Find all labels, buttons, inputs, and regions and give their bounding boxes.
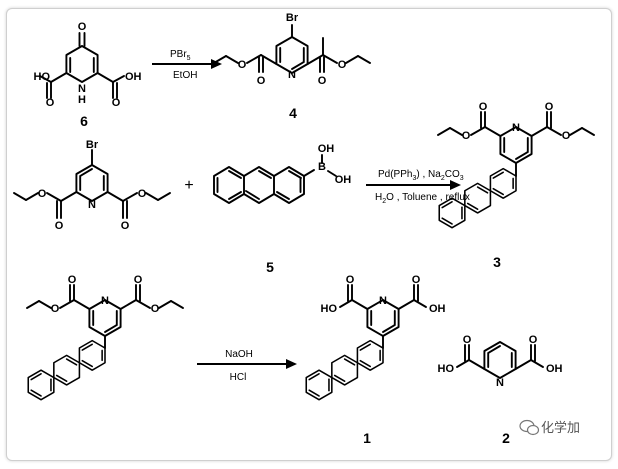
c4-o-carbonyl-left: O [257,75,266,87]
c6-left-hooc-label: HO [34,71,51,83]
c4-o-ester-right: O [338,59,347,71]
c3-o-ester-left: O [462,130,471,142]
c3-o-carbonyl-right: O [545,101,554,113]
reaction-arrow-1 [152,59,222,69]
c5-oh-top: OH [318,143,335,155]
c3-o-carbonyl-left: O [479,101,488,113]
bromo-ester-structure [13,149,171,219]
c5-b-label: B [318,161,326,173]
c1-o-carbonyl-left: O [346,274,355,286]
c2-o-carbonyl-right: O [529,334,538,346]
c6-o-label-left: O [46,97,55,109]
reagent-pd-catalyst-base: Pd(PPh3) , Na2CO3 [378,169,464,182]
reaction-arrow-3 [197,359,297,369]
wechat-icon [519,419,540,436]
c1-o-carbonyl-right: O [412,274,421,286]
reagent-solvent-conditions: H2O , Toluene , reflux [375,192,470,205]
row3-o-carbonyl-left: O [68,274,77,286]
watermark-text: 化学加 [541,420,580,435]
c4-o-carbonyl-right: O [318,75,327,87]
c4-n-label: N [288,69,296,81]
compound-6-structure [39,32,125,99]
row3-o-carbonyl-right: O [134,274,143,286]
reagent-pbr5: PBr5 [170,49,191,62]
reaction-arrow-2 [366,180,461,190]
compound-3-number: 3 [493,254,501,270]
row3-ester-structure [26,284,184,401]
oxo-atom-label: O [78,21,87,33]
compound-1-structure [305,284,427,401]
plus-sign: + [184,177,193,194]
compound-5-number: 5 [266,259,274,275]
c1-n-label: N [379,295,387,307]
diagram-frame [6,8,612,461]
row3-o-ester-right: O [151,303,160,315]
reagent-naoh: NaOH [225,349,253,360]
c2-n-label: N [496,377,504,389]
c1-oh-right: OH [429,303,446,315]
compound-6-number: 6 [80,113,88,129]
c2-o-carbonyl-left: O [463,334,472,346]
reagent-hcl: HCl [230,372,247,383]
row3-o-ester-left: O [51,303,60,315]
ring-n-atom-label: N [78,83,86,95]
c2-oh-right: OH [546,363,563,375]
c1-ho-left: HO [321,303,338,315]
compound-3-structure [437,111,595,229]
compound-2-number: 2 [502,430,510,446]
reagent-etoh: EtOH [173,70,197,81]
row2-o-ester-left: O [38,188,47,200]
c2-ho-left: HO [438,363,455,375]
c3-o-ester-right: O [562,130,571,142]
c4-o-ester-left: O [238,59,247,71]
c6-right-cooh-label: OH [125,71,142,83]
compound-4-number: 4 [289,105,297,121]
ring-h-atom-label: H [78,94,86,106]
row2-br-label: Br [86,139,99,151]
c4-br-label: Br [286,12,299,24]
c6-o-label-right: O [112,97,121,109]
row3-n-label: N [101,295,109,307]
compound-1-number: 1 [363,430,371,446]
c3-n-label: N [512,122,520,134]
row2-n-label: N [88,199,96,211]
compound-4-structure [213,24,371,74]
compound-5-structure [213,154,337,204]
c5-oh-right: OH [335,174,352,186]
row2-o-carbonyl-right: O [121,220,130,232]
row2-o-ester-right: O [138,188,147,200]
row2-o-carbonyl-left: O [55,220,64,232]
compound-2-structure [456,341,544,379]
